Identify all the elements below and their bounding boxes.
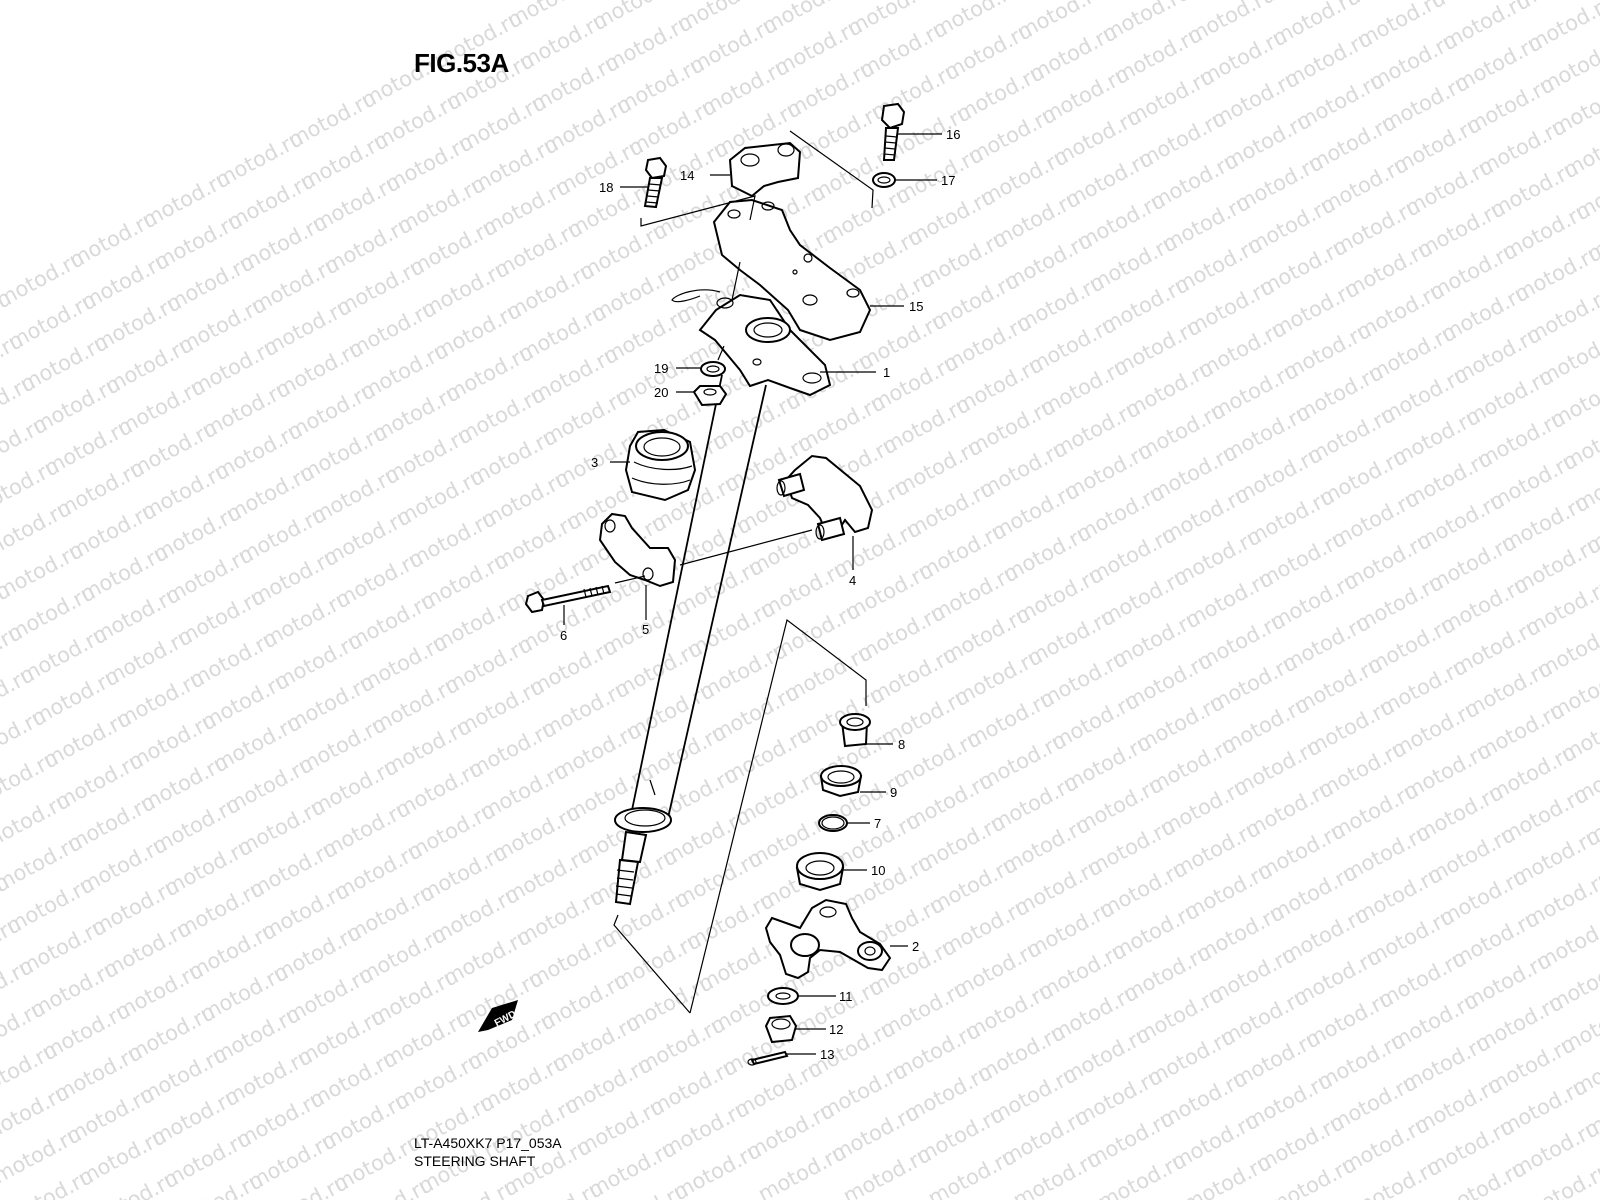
ref-label-17[interactable]: 17 xyxy=(941,173,955,188)
part-4-holder[interactable] xyxy=(776,454,874,542)
ref-label-10[interactable]: 10 xyxy=(871,863,885,878)
part-8-bushing[interactable] xyxy=(839,713,871,748)
callouts: 1 2 3 4 5 6 7 8 9 10 11 12 13 14 15 16 1 xyxy=(560,127,960,1062)
ref-label-7[interactable]: 7 xyxy=(874,816,881,831)
part-14-upper-clamp[interactable] xyxy=(728,141,802,198)
ref-label-11[interactable]: 11 xyxy=(839,989,853,1004)
ref-label-2[interactable]: 2 xyxy=(912,939,919,954)
ref-label-15[interactable]: 15 xyxy=(909,299,923,314)
steering-shaft-tube[interactable] xyxy=(614,374,767,906)
part-18-bolt[interactable] xyxy=(643,156,668,209)
ref-label-20[interactable]: 20 xyxy=(654,385,668,400)
part-17-lock-washer[interactable] xyxy=(872,172,896,188)
part-3-bushing[interactable] xyxy=(624,428,697,502)
ref-label-8[interactable]: 8 xyxy=(898,737,905,752)
part-10-oil-seal[interactable] xyxy=(795,852,845,892)
ref-label-19[interactable]: 19 xyxy=(654,361,668,376)
ref-label-1[interactable]: 1 xyxy=(883,365,890,380)
part-5-holder[interactable] xyxy=(598,512,677,588)
ref-label-6[interactable]: 6 xyxy=(560,628,567,643)
part-15-lower-clamp[interactable] xyxy=(712,198,872,342)
part-7-o-ring[interactable] xyxy=(818,814,848,832)
part-16-bolt[interactable] xyxy=(880,102,906,161)
part-11-washer[interactable] xyxy=(767,987,799,1005)
part-1-upper-bracket[interactable] xyxy=(671,289,832,397)
ref-label-13[interactable]: 13 xyxy=(820,1047,834,1062)
part-12-nut[interactable] xyxy=(764,1014,798,1044)
part-2-lower-arm[interactable] xyxy=(764,898,892,980)
alignment-line-14 xyxy=(789,130,874,209)
alignment-line-lower-right xyxy=(689,618,867,1014)
part-13-cotter-pin[interactable] xyxy=(747,1050,789,1066)
part-20-nut[interactable] xyxy=(692,385,728,407)
arrow-left-icon xyxy=(478,1000,518,1032)
fwd-direction-badge: FWD xyxy=(478,1000,518,1032)
ref-label-5[interactable]: 5 xyxy=(642,622,649,637)
ref-label-9[interactable]: 9 xyxy=(890,785,897,800)
part-9-oil-seal[interactable] xyxy=(819,765,863,798)
alignment-line-15 xyxy=(731,261,741,301)
ref-label-4[interactable]: 4 xyxy=(849,573,856,588)
ref-label-18[interactable]: 18 xyxy=(599,180,613,195)
ref-label-16[interactable]: 16 xyxy=(946,127,960,142)
ref-label-14[interactable]: 14 xyxy=(680,168,694,183)
part-6-bolt[interactable] xyxy=(524,584,612,614)
alignment-line-18 xyxy=(640,195,756,227)
part-19-washer[interactable] xyxy=(700,361,726,377)
ref-label-12[interactable]: 12 xyxy=(829,1022,843,1037)
figure-caption: STEERING SHAFT xyxy=(414,1153,536,1169)
ref-label-3[interactable]: 3 xyxy=(591,455,598,470)
alignment-line-4 xyxy=(679,529,813,566)
model-code: LT-A450XK7 P17_053A xyxy=(414,1135,562,1151)
alignment-line-lower xyxy=(613,914,691,1014)
figure-title: FIG.53A xyxy=(414,48,509,78)
